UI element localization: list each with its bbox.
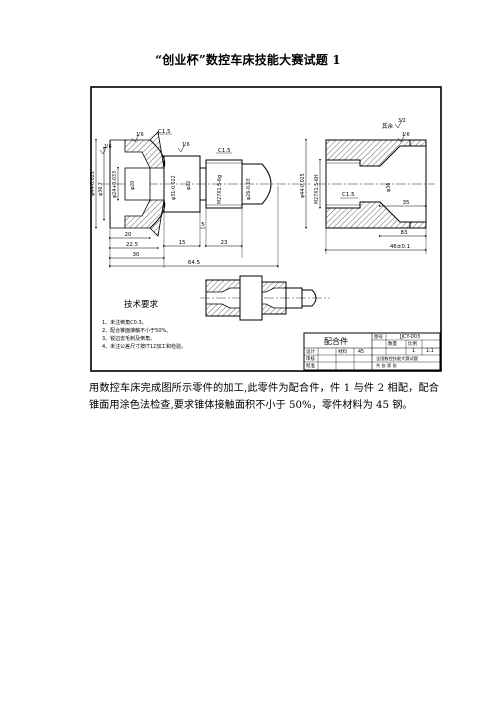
tb-part-name: 配合件 <box>324 336 348 346</box>
tech-item-4: 4、未注公差尺寸按IT12加工和检验。 <box>102 343 186 350</box>
dim-dia-end: φ26-0.03 <box>246 178 252 200</box>
tech-item-3: 3、锐边去毛刺及倒角。 <box>102 335 155 342</box>
tb-qty-label: 数量 <box>388 340 397 347</box>
dim-c15-mid: C1.5 <box>218 148 231 154</box>
p2-dia-outer: φ44-0.025 <box>300 173 306 198</box>
tb-approve-label: 批准 <box>306 362 315 369</box>
dim-ra-mid: 1.6 <box>182 142 190 148</box>
assembly-view <box>200 275 330 321</box>
tb-material-label: 材料 <box>338 348 347 355</box>
tb-material: 45 <box>358 349 364 355</box>
dim-thread-m27: M27X1.5-6g <box>217 175 223 204</box>
part1-end <box>241 163 272 205</box>
dim-len-30: 30 <box>133 252 140 258</box>
tech-item-2: 2、配合锥面接触不小于50%。 <box>102 327 171 334</box>
page-title: “创业杯”数控车床技能大赛试题 1 <box>155 53 341 67</box>
p2-len-83: 83 <box>401 230 408 236</box>
tb-design-label: 设计 <box>306 348 315 355</box>
dim-dia-outer: φ44-0.025 <box>90 171 96 196</box>
tb-drawing-no-label: 图号 <box>374 334 383 340</box>
tb-check-label: 审核 <box>306 355 315 362</box>
dim-dia-cone: φ36.7 <box>98 182 104 196</box>
dim-dia-inner: φ20 <box>130 181 136 190</box>
dim-len-22-5: 22.5 <box>126 242 139 248</box>
p2-ra-right: 1.6 <box>402 132 410 138</box>
engineering-drawing: 20 22.5 30 15 23 64.5 5 φ44-0.025 φ36.7 … <box>90 86 442 372</box>
dim-dia-bore: φ24+0.033 <box>112 171 118 198</box>
dim-dia-neck: φ22 <box>186 181 192 190</box>
tb-sheet: 共 张 第 张 <box>376 362 398 369</box>
dim-ra-left: 1.6 <box>104 144 112 150</box>
dim-len-15: 15 <box>179 240 186 246</box>
tech-item-1: 1、未注倒角C0.3。 <box>102 319 147 326</box>
dim-c15-top: C1.5 <box>158 129 171 135</box>
dim-len-23: 23 <box>221 240 228 246</box>
dim-len-5: 5 <box>201 222 205 228</box>
p2-len-35: 35 <box>403 200 410 206</box>
dim-ra-top: 1.6 <box>136 132 144 138</box>
rest-roughness-value: 3.2 <box>398 118 406 124</box>
tb-ratio: 1:1 <box>426 348 434 354</box>
part1-flange-lower <box>110 199 165 237</box>
p2-thread: M27X1.5-6H <box>314 174 320 204</box>
tech-heading: 技术要求 <box>124 299 159 310</box>
dim-len-64-5: 64.5 <box>188 260 201 266</box>
problem-description: 用数控车床完成图所示零件的加工,此零件为配合件，件 1 与件 2 相配，配合锥面… <box>89 383 439 411</box>
p2-dia-mid: φ36 <box>386 183 392 192</box>
tech-requirements: 技术要求 1、未注倒角C0.3。 2、配合锥面接触不小于50%。 3、锐边去毛刺… <box>102 299 186 350</box>
rest-roughness-label: 其余 <box>382 122 394 130</box>
part1-view: 20 22.5 30 15 23 64.5 5 φ44-0.025 φ36.7 … <box>90 129 310 268</box>
part2-upper-section <box>325 139 411 167</box>
dim-dia-shoulder: φ31-0.022 <box>171 175 177 200</box>
tb-org: 全国数控技能大赛试题 <box>376 355 419 362</box>
part2-view: 其余 3.2 φ44-0.025 M27X1.5-6H φ36 C1.5 1.6… <box>300 117 435 254</box>
tb-drawing-no: JJCY-003 <box>399 334 420 340</box>
tb-qty: 1 <box>412 348 415 354</box>
tb-ratio-label: 比例 <box>408 340 417 347</box>
p2-len-46: 46±0.1 <box>390 244 410 250</box>
p2-chamfer: C1.5 <box>342 192 355 198</box>
drawing-frame <box>90 86 442 372</box>
dim-len-20: 20 <box>125 232 132 238</box>
title-block: 配合件 图号 JJCY-003 比例 1:1 数量 1 材料 45 设计 审核 … <box>303 332 441 371</box>
